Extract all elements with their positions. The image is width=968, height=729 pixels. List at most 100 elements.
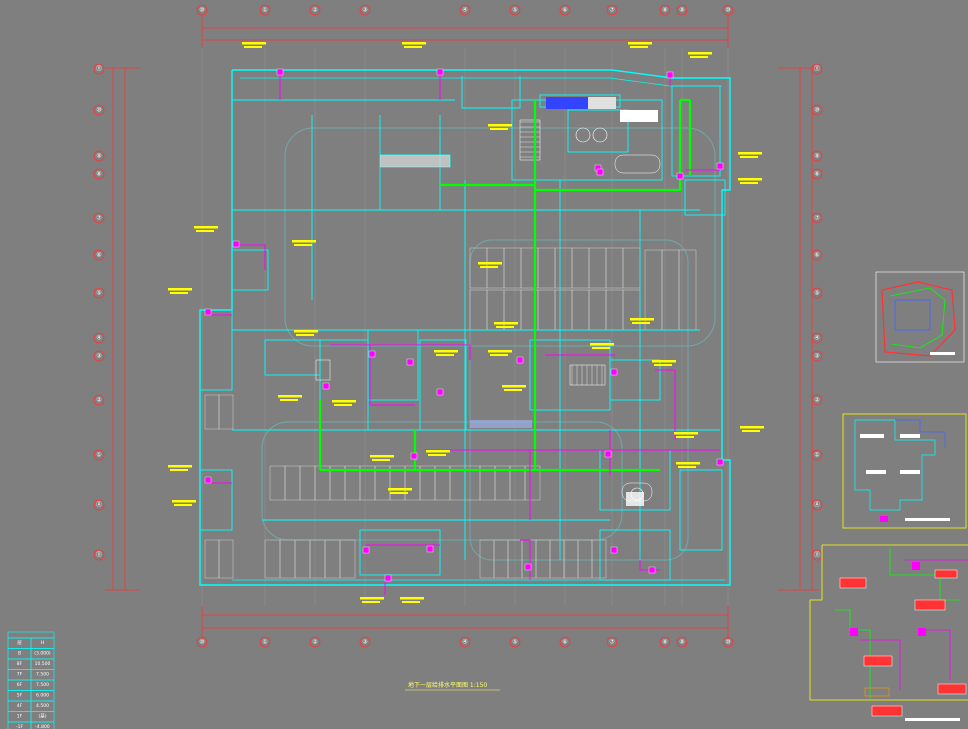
right-axis-bubble (811, 104, 823, 116)
left-axis-bubble (93, 104, 105, 116)
top-axis-bubble (309, 4, 321, 16)
left-axis-label: ④ (96, 335, 101, 342)
top-axis-label: ⑧ (662, 7, 667, 14)
equipment-markers (204, 68, 724, 582)
drainage-pipes (205, 72, 720, 595)
bottom-axis-bubble (196, 636, 208, 648)
bottom-axis-label: ⑦ (609, 639, 615, 646)
left-axis-bubble (93, 499, 105, 511)
key-plan-zones (842, 413, 967, 529)
left-axis-bubble (93, 63, 105, 75)
top-axis-label: ⑩ (199, 7, 204, 14)
left-axis-label: ② (96, 397, 102, 404)
bottom-axis-label: ⑨ (679, 639, 684, 646)
left-axis-label: ⑤ (96, 290, 101, 297)
bottom-axis-label: ④ (462, 639, 467, 646)
left-axis-label: Ⓐ (96, 501, 102, 509)
bottom-axis-bubble (606, 636, 618, 648)
top-axis-bubble (606, 4, 618, 16)
key-plan-site (875, 271, 965, 363)
top-axis-bubble (359, 4, 371, 16)
right-axis-bubble (811, 332, 823, 344)
stairs (315, 119, 661, 502)
right-axis-bubble (811, 499, 823, 511)
top-dimension-band (201, 15, 729, 48)
right-axis-bubble (811, 394, 823, 406)
right-dimension-band (778, 67, 820, 591)
legend-cell: 6F (17, 682, 23, 688)
right-axis-bubble (811, 63, 823, 75)
top-axis-bubble (459, 4, 471, 16)
structural-grid-lines (201, 48, 729, 606)
top-axis-label: ① (262, 7, 267, 14)
legend-cell: 6.000 (36, 692, 49, 698)
left-axis-label: ⑨ (96, 153, 101, 160)
legend-cell: 5F (17, 692, 23, 698)
parking-stalls (204, 247, 697, 579)
bottom-axis-bubble (559, 636, 571, 648)
bottom-axis-bubble (676, 636, 688, 648)
legend-cell: 10.500 (35, 661, 51, 667)
legend-cell: 1F (17, 713, 23, 719)
right-axis-label: Ⓐ (814, 501, 820, 509)
top-axis-label: ④ (462, 7, 467, 14)
bottom-axis-label: ② (312, 639, 318, 646)
bottom-axis-bubble (259, 636, 271, 648)
right-axis-label: ⑪ (814, 551, 820, 559)
legend-cell: 8F (17, 661, 23, 667)
legend-cell: -1F (16, 724, 23, 729)
legend-cell: 7F (17, 671, 23, 677)
legend-cell: 7.500 (36, 671, 49, 677)
right-axis-label: ⑪ (814, 65, 820, 73)
right-axis-bubble (811, 449, 823, 461)
bottom-axis-bubble (509, 636, 521, 648)
left-axis-label: ⑧ (96, 171, 101, 178)
left-axis-bubble (93, 150, 105, 162)
right-axis-bubble (811, 212, 823, 224)
legend-cell: B (18, 650, 21, 656)
left-axis-bubble (93, 168, 105, 180)
legend-cell: 4.500 (36, 703, 49, 709)
top-axis-bubble (676, 4, 688, 16)
bottom-axis-bubble (359, 636, 371, 648)
top-axis-bubble (559, 4, 571, 16)
top-axis-bubble (722, 4, 734, 16)
stair-treads (520, 121, 603, 385)
right-axis-bubble (811, 168, 823, 180)
right-axis-bubble (811, 249, 823, 261)
right-axis-label: ④ (814, 335, 819, 342)
bottom-axis-label: ⑥ (562, 639, 567, 646)
bottom-axis-label: ⑩ (199, 639, 204, 646)
top-axis-label: ⑤ (512, 7, 517, 14)
right-axis-bubble (811, 287, 823, 299)
left-axis-bubble (93, 212, 105, 224)
water-supply-pipes (318, 98, 692, 472)
left-axis-label: ⑦ (96, 215, 102, 222)
top-axis-bubble (196, 4, 208, 16)
right-axis-label: ⑧ (814, 171, 819, 178)
drawing-title: 地下一层给排水平面图 1:150 (408, 681, 487, 689)
right-axis-bubble (811, 350, 823, 362)
top-axis-label: ⑥ (562, 7, 567, 14)
right-axis-label: ⑤ (814, 290, 819, 297)
annotation-tags (168, 42, 764, 603)
interior-walls (199, 76, 726, 581)
top-axis-bubble (659, 4, 671, 16)
bottom-axis-bubble (722, 636, 734, 648)
top-axis-label: ⑩ (725, 7, 730, 14)
top-axis-label: ③ (362, 7, 367, 14)
legend-cell: 7.500 (36, 682, 49, 688)
right-axis-label: ⑥ (814, 252, 819, 259)
legend-cell: (3.000) (34, 650, 51, 656)
legend-cell: (基) (38, 712, 46, 719)
legend-cell: H (41, 640, 44, 646)
right-axis-label: ③ (814, 353, 819, 360)
left-axis-label: ① (96, 452, 101, 459)
left-axis-bubble (93, 332, 105, 344)
